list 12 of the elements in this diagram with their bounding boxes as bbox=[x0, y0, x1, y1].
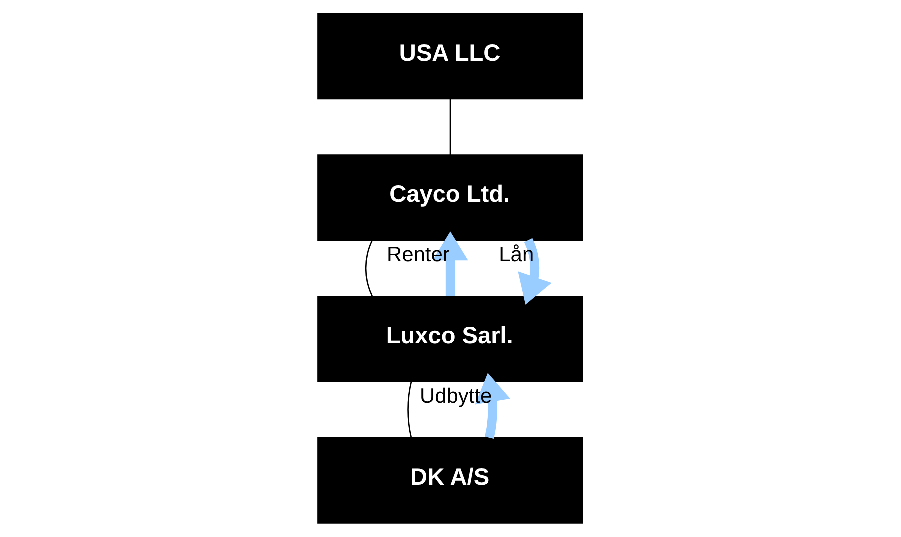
node-box: DK A/S bbox=[318, 437, 584, 524]
edge-label: Lån bbox=[499, 244, 534, 267]
arrow bbox=[518, 238, 552, 305]
edge-label: Renter bbox=[386, 244, 450, 267]
connector bbox=[408, 382, 412, 438]
connector bbox=[450, 98, 452, 156]
arrow bbox=[432, 232, 468, 297]
node-box: Luxco Sarl. bbox=[318, 296, 584, 382]
node-box: USA LLC bbox=[318, 13, 584, 100]
connector bbox=[365, 240, 374, 297]
node-box: Cayco Ltd. bbox=[318, 154, 584, 241]
edge-label: Udbytte bbox=[420, 384, 492, 408]
